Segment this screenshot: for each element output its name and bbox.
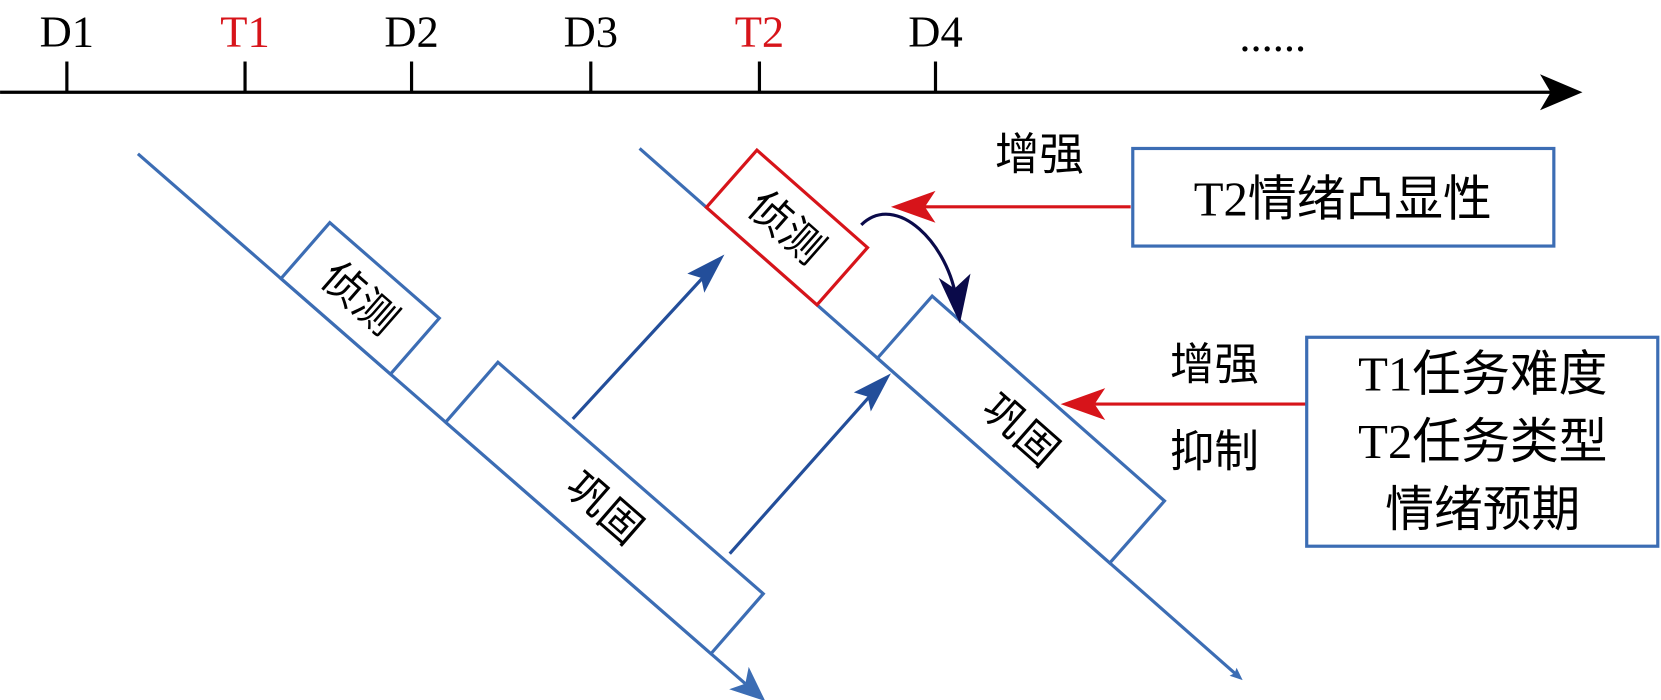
factor-box-1 [1131,146,1556,248]
factor-group-2: 增强 抑制 T1任务难度 T2任务类型 情绪预期 [1060,335,1660,548]
tick-label-t2: T2 [735,7,784,57]
tick-label-d4: D4 [908,7,962,57]
red-arrowhead-2 [1060,388,1106,420]
curved-arrow [860,212,971,324]
detection-box-2 [704,147,870,308]
timeline-ellipsis: ...... [1239,11,1306,61]
factor-box-2-line-1: T1任务难度 [1358,347,1607,401]
arrowhead [853,373,891,412]
timeline: D1 T1 D2 D3 T2 D4 ...... [0,7,1583,111]
factor-box-1-line-1: T2情绪凸显性 [1194,172,1492,226]
relation-enhance-2: 增强 [1170,340,1259,390]
red-arrowhead-1 [890,190,936,223]
factor-box-2-line-3: 情绪预期 [1385,483,1580,537]
detection-box-1 [278,220,442,377]
transfer-arrow-consolidation [728,373,891,555]
timeline-arrowhead [1540,74,1583,111]
factor-box-2 [1305,335,1660,548]
tick-label-d1: D1 [40,7,94,57]
memory-trace-1: 侦测 巩固 [136,152,766,700]
tick-label-d2: D2 [384,7,438,57]
consolidation-box-2 [875,293,1167,566]
consolidation-box-1 [443,360,766,656]
arrowhead [687,254,725,293]
transfer-arrow-detection [571,254,725,421]
tick-label-d3: D3 [564,7,618,57]
factor-box-2-line-2: T2任务类型 [1358,415,1607,469]
trace-1-arrowhead [729,666,766,700]
trace-2-arrowhead [1229,667,1243,681]
factor-group-1: 增强 T2情绪凸显性 [890,130,1556,248]
relation-enhance-1: 增强 [995,130,1084,180]
relation-inhibit-2: 抑制 [1170,427,1259,477]
arrowhead [938,273,971,324]
tick-label-t1: T1 [220,7,269,57]
